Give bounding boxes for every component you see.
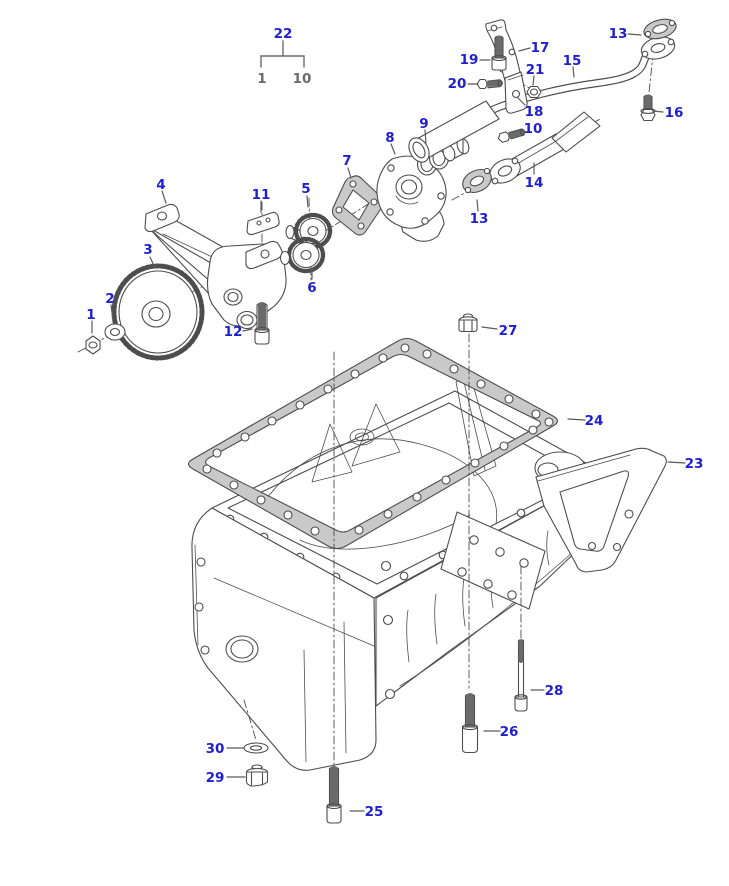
callout-1: 1 [86,307,95,323]
nut-27 [458,313,478,333]
pump-gasket [331,175,384,236]
bolt-26 [461,693,479,754]
callout-3: 3 [143,242,152,258]
callout-20: 20 [448,76,467,92]
bolt-28 [514,639,528,712]
legend-range-start: 1 [257,71,266,87]
washer [104,323,126,341]
callout-30: 30 [206,741,225,757]
callout-10: 10 [524,121,543,137]
bolt-19 [491,35,507,71]
callout-15: 15 [563,53,582,69]
callout-17: 17 [531,40,550,56]
pan-gasket [187,337,559,550]
callout-8: 8 [385,130,394,146]
bolt-20 [476,78,503,90]
drive-nut [85,335,101,355]
bolt-16 [640,94,656,122]
nut-21 [526,85,542,99]
callout-26: 26 [500,724,519,740]
flange-gasket-upper [643,18,677,40]
callout-23: 23 [685,456,704,472]
callout-13-upper: 13 [609,26,628,42]
callout-21: 21 [526,62,545,78]
sprocket [111,263,205,361]
callout-layer: 22 1 10 1 2 3 4 5 6 7 8 9 10 11 12 13 13… [86,26,703,820]
callout-11: 11 [252,187,271,203]
legend-range-end: 10 [293,71,312,87]
callout-2: 2 [105,291,114,307]
callout-9: 9 [419,116,428,132]
callout-27: 27 [499,323,518,339]
delivery-pipe [489,111,601,185]
center-lines-front [243,333,522,767]
pump-bolt [254,302,270,345]
pan-flange-holes [194,557,396,700]
strainer-spout [551,111,601,153]
pump-plate [246,211,280,236]
callout-29: 29 [206,770,225,786]
flange-gasket-lower [462,167,492,194]
callout-4: 4 [156,177,165,193]
callout-28: 28 [545,683,564,699]
callout-22: 22 [274,26,293,42]
callout-16: 16 [665,105,684,121]
callout-18: 18 [525,104,544,120]
pan-bracket [535,447,667,573]
callout-6: 6 [307,280,316,296]
gasket-holes [202,343,554,536]
callout-14: 14 [525,175,544,191]
callout-19: 19 [460,52,479,68]
pipe-flange [640,36,676,60]
callout-12: 12 [224,324,243,340]
callout-25: 25 [365,804,384,820]
legend-bracket [260,40,305,68]
bolt-10 [497,128,526,143]
callout-13-lower: 13 [470,211,489,227]
seal-washer-30 [243,742,269,754]
pan-mount-plate [440,511,546,610]
callout-24: 24 [585,413,604,429]
bolt-25 [326,766,342,824]
drain-plug-29 [245,764,269,787]
oil-pump-body [144,203,287,330]
support-bracket-lower [504,71,528,114]
pump-gears [279,212,333,274]
callout-5: 5 [301,181,310,197]
oil-pan [191,373,667,771]
callout-7: 7 [342,153,351,169]
leader-lines [91,33,686,812]
